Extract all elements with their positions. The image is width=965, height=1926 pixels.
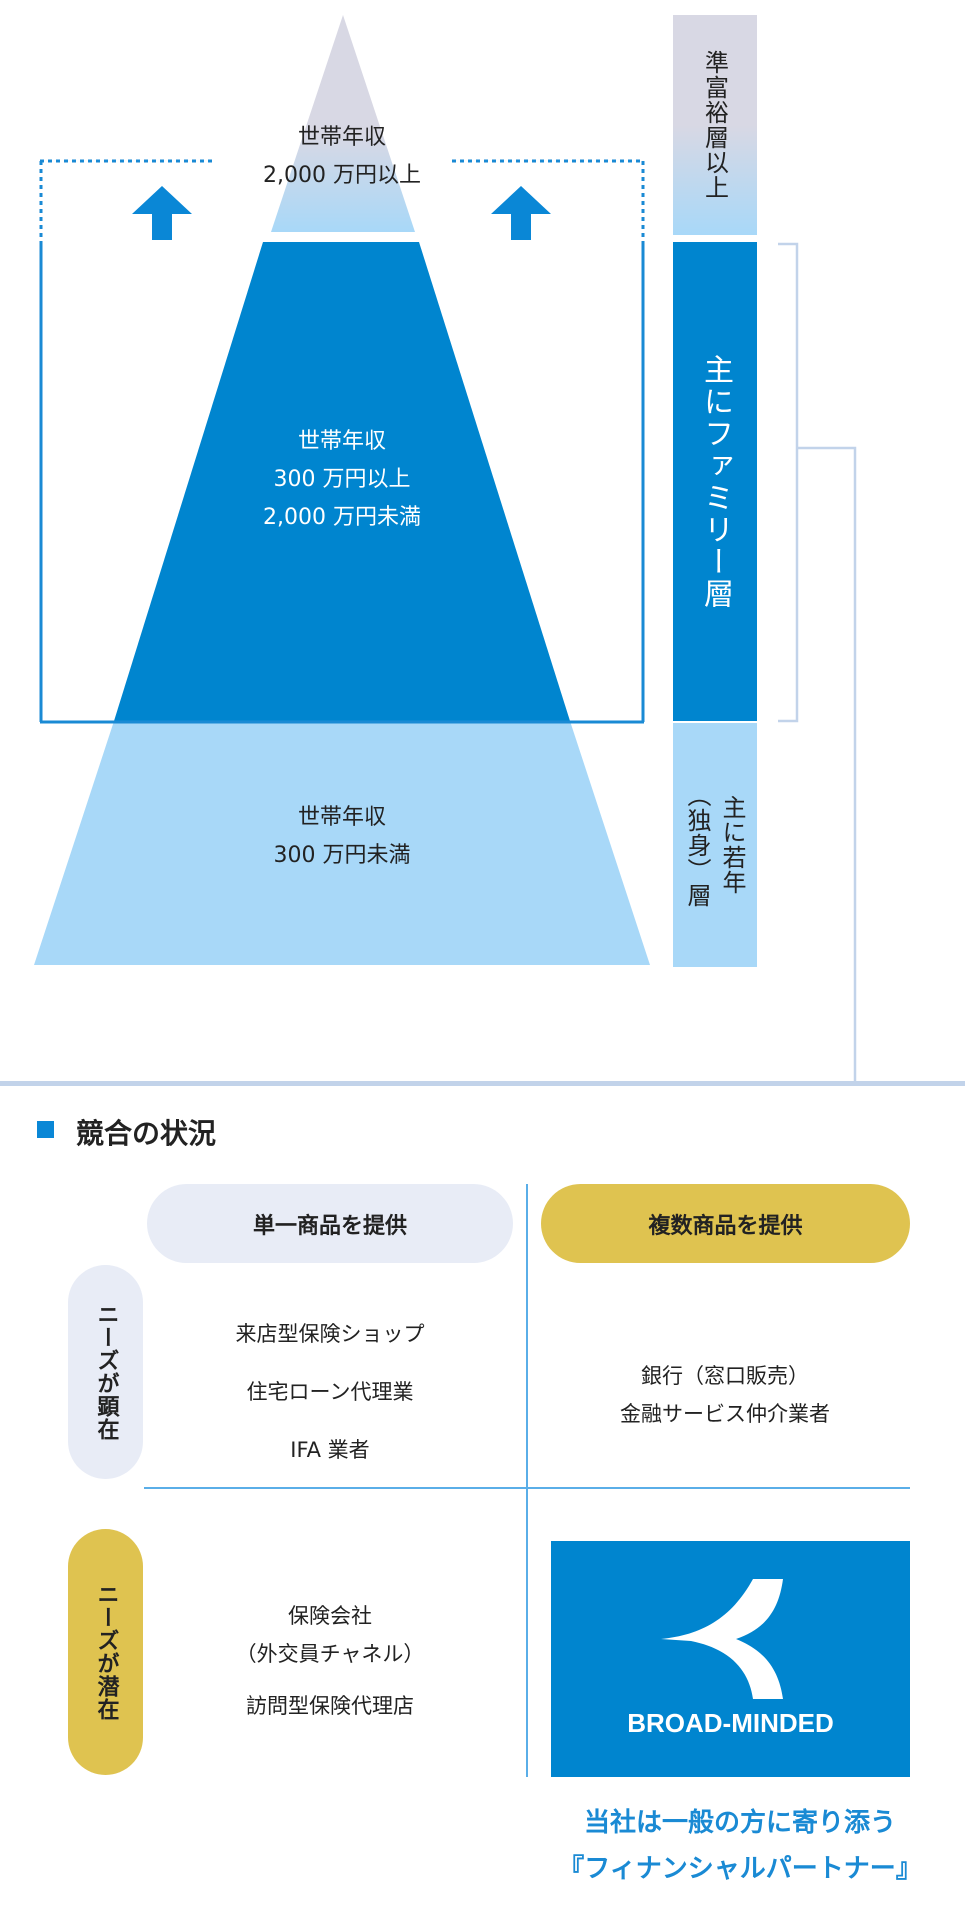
matrix-horizontal-divider [144, 1487, 910, 1489]
cell-single-explicit: 来店型保険ショップ 住宅ローン代理業 IFA 業者 [180, 1311, 480, 1473]
pyramid-middle-tier [114, 242, 570, 721]
segment-bar-wealthy: 準富裕層以上 [673, 15, 757, 235]
company-logo-box: BROAD-MINDED [551, 1541, 910, 1777]
broad-minded-logo-icon [661, 1579, 783, 1699]
column-header-single: 単一商品を提供 [147, 1184, 513, 1263]
arrow-up-icon [132, 186, 192, 240]
competitor-item: 金融サービス仲介業者 [620, 1402, 830, 1426]
top-tier-label: 世帯年収 2,000 万円以上 [142, 119, 542, 195]
arrow-up-icon [491, 186, 551, 240]
pyramid-top-tier [271, 15, 415, 232]
segment-label: （独身）層 [683, 782, 711, 908]
heading-bullet-icon [37, 1121, 54, 1138]
section-divider [0, 1081, 965, 1086]
label-line: 世帯年収 [297, 805, 386, 830]
competitor-item: 来店型保険ショップ [235, 1322, 425, 1346]
segment-label: 準富裕層以上 [700, 50, 729, 200]
middle-tier-label: 世帯年収 300 万円以上 2,000 万円未満 [142, 423, 542, 537]
competitor-item: （外交員チャネル） [235, 1642, 425, 1666]
matrix-vertical-divider [526, 1184, 528, 1777]
label-line: 300 万円以上 [273, 467, 411, 492]
section-heading: 競合の状況 [76, 1117, 217, 1150]
cell-single-latent: 保険会社 （外交員チャネル） 訪問型保険代理店 [180, 1597, 480, 1729]
segment-label: 主にファミリー層 [698, 353, 733, 610]
segment-bracket [778, 242, 857, 1083]
tagline-line: 『フィナンシャルパートナー』 [558, 1854, 922, 1884]
row-label: ニーズが潜在 [93, 1583, 119, 1721]
row-label: ニーズが顕在 [93, 1303, 119, 1441]
label-line: 世帯年収 [297, 125, 386, 150]
label-line: 2,000 万円未満 [263, 505, 421, 530]
tagline-line: 当社は一般の方に寄り添う [583, 1808, 896, 1838]
target-range-box [39, 159, 645, 724]
competitor-item: IFA 業者 [290, 1438, 370, 1462]
competitor-item: 銀行（窓口販売） [641, 1364, 809, 1388]
pyramid-graphic [0, 15, 965, 1086]
cell-multi-explicit: 銀行（窓口販売） 金融サービス仲介業者 [560, 1357, 890, 1433]
row-header-latent: ニーズが潜在 [68, 1529, 143, 1775]
logo-text: BROAD-MINDED [627, 1708, 834, 1738]
label-line: 300 万円未満 [273, 843, 411, 868]
tagline: 当社は一般の方に寄り添う 『フィナンシャルパートナー』 [540, 1800, 940, 1892]
label-line: 2,000 万円以上 [263, 163, 421, 188]
segment-bar-young: 主に若年 （独身）層 [673, 723, 757, 967]
competitor-item: 保険会社 [288, 1604, 372, 1628]
row-header-explicit: ニーズが顕在 [68, 1265, 143, 1479]
segment-bar-family: 主にファミリー層 [673, 242, 757, 721]
competitor-item: 訪問型保険代理店 [246, 1694, 414, 1718]
competitor-item: 住宅ローン代理業 [246, 1380, 414, 1404]
label-line: 世帯年収 [297, 429, 386, 454]
segment-label: 主に若年 [718, 795, 746, 895]
column-header-multi: 複数商品を提供 [541, 1184, 910, 1263]
pyramid-bottom-tier [34, 721, 650, 965]
bottom-tier-label: 世帯年収 300 万円未満 [142, 799, 542, 875]
